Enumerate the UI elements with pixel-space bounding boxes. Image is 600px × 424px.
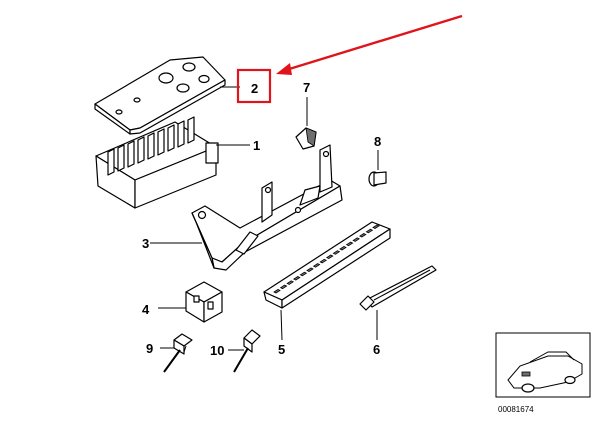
fuse-slot (117, 144, 125, 172)
callout-3: 3 (142, 236, 149, 251)
fuse-slot (147, 132, 155, 160)
callout-labels: 1 2 3 4 5 6 7 8 9 10 (142, 80, 381, 358)
strip-hole (273, 288, 281, 294)
strip-hole (319, 258, 328, 264)
strip-hole (299, 271, 308, 277)
strip-hole (286, 280, 295, 285)
strip-hole (365, 228, 374, 234)
callout-7: 7 (303, 80, 310, 95)
fuse-slot (187, 116, 195, 144)
strip-hole (332, 250, 341, 255)
strip-hole (358, 233, 367, 238)
fuse-slot (157, 128, 165, 156)
callout-9: 9 (146, 341, 153, 356)
relay-strip-holes (273, 224, 380, 294)
strip-hole (312, 263, 321, 268)
highlight-annotation (236, 14, 463, 104)
bracket-part (191, 144, 343, 271)
leader-lines (150, 86, 379, 351)
strip-hole (339, 245, 347, 251)
fuse-slot (167, 124, 175, 152)
callout-8: 8 (374, 134, 381, 149)
connector-part-10 (233, 329, 261, 373)
callout-5: 5 (278, 342, 285, 357)
screw-part (368, 171, 387, 187)
vehicle-thumbnail: 00081674 (495, 332, 591, 414)
car-icon (507, 351, 583, 393)
relay-strip-part (263, 221, 391, 309)
callout-2: 2 (251, 81, 258, 96)
strip-hole (325, 254, 334, 260)
strip-hole (372, 224, 380, 229)
arrow-head-icon (276, 63, 292, 75)
strip-hole (352, 237, 361, 242)
extractor-tool-part (359, 265, 437, 311)
thumbnail-code: 00081674 (498, 405, 534, 414)
fuse-slots (107, 116, 195, 176)
fuse-box-part (95, 116, 219, 209)
clip-part (295, 127, 317, 150)
callout-1: 1 (253, 138, 260, 153)
fuse-slot (127, 140, 135, 168)
callout-6: 6 (373, 342, 380, 357)
fuse-slot (137, 136, 145, 164)
fuse-slot (107, 148, 115, 176)
strip-hole (306, 267, 314, 272)
strip-hole (292, 276, 301, 281)
callout-4: 4 (142, 302, 150, 317)
cover-part (94, 56, 226, 135)
fuse-slot (177, 120, 185, 148)
strip-hole (279, 284, 288, 290)
relay-part (185, 281, 223, 323)
connector-part-9 (163, 333, 193, 373)
highlight-box (236, 68, 272, 104)
highlight-arrow (285, 14, 463, 72)
callout-10: 10 (210, 343, 224, 358)
strip-hole (345, 241, 354, 247)
